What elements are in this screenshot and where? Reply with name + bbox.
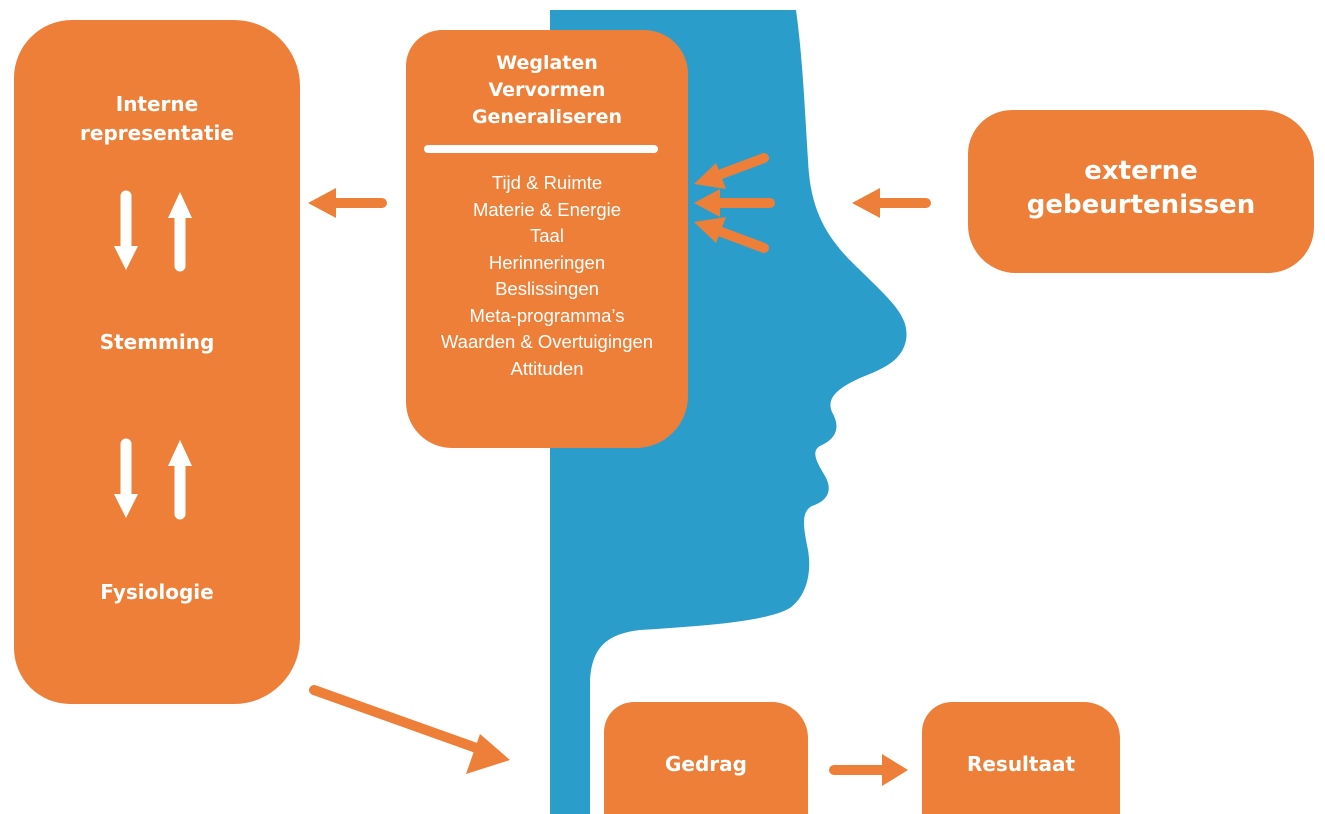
- behavior-label: Gedrag: [665, 752, 747, 776]
- arrowhead-filter-to-internal: [308, 188, 336, 218]
- up-arrow-1-head: [168, 192, 192, 218]
- arrowhead-input-bottom: [694, 217, 726, 243]
- mood-label: Stemming: [99, 330, 215, 354]
- filter-divider: [424, 145, 658, 153]
- filter-item: Tijd & Ruimte: [491, 172, 603, 193]
- filter-item: Beslissingen: [495, 278, 599, 299]
- internal-state-arrows: [114, 190, 192, 520]
- down-arrow-1-head: [114, 246, 138, 270]
- physiology-label: Fysiologie: [100, 580, 214, 604]
- result-label: Resultaat: [966, 752, 1076, 776]
- filter-heading: Weglaten Vervormen Generaliseren: [406, 50, 688, 131]
- filter-item: Herinneringen: [488, 251, 606, 273]
- arrowhead-input-top: [694, 163, 726, 189]
- arrow-input-top: [711, 153, 769, 181]
- result-box: Resultaat: [922, 702, 1120, 814]
- down-arrow-2-head: [114, 494, 138, 518]
- external-events-line2: gebeurtenissen: [1026, 190, 1256, 220]
- internal-representation-line1: Interne: [115, 92, 199, 116]
- external-events-label: externe gebeurtenissen: [968, 154, 1314, 222]
- filter-heading-line: Generaliseren: [471, 106, 623, 128]
- arrow-internal-to-behavior: [309, 685, 487, 755]
- filter-item: Attituden: [510, 357, 584, 379]
- arrowhead-behavior-to-result: [882, 754, 908, 786]
- filter-item: Taal: [530, 225, 564, 246]
- arrow-input-bottom: [711, 225, 769, 253]
- filter-item: Meta-programma’s: [469, 304, 625, 326]
- filter-item: Waarden & Overtuigingen: [440, 331, 654, 352]
- filter-box: Weglaten Vervormen Generaliseren Tijd & …: [406, 30, 688, 448]
- external-events-box: externe gebeurtenissen: [968, 110, 1314, 273]
- internal-representation-label: Interne representatie: [14, 90, 300, 148]
- filter-heading-line: Weglaten: [496, 52, 598, 74]
- filter-heading-line: Vervormen: [488, 79, 606, 101]
- up-arrow-2-head: [168, 440, 192, 466]
- filter-item: Materie & Energie: [472, 198, 622, 220]
- arrowhead-input-middle: [694, 189, 720, 217]
- arrowhead-internal-to-behavior: [466, 734, 510, 774]
- filter-list: Tijd & Ruimte Materie & Energie Taal Her…: [406, 170, 688, 382]
- external-events-line1: externe: [1084, 156, 1198, 186]
- internal-representation-line2: representatie: [80, 121, 234, 145]
- behavior-box: Gedrag: [604, 702, 808, 814]
- arrowhead-external-to-head: [852, 188, 880, 218]
- internal-state-box: Interne representatie Stemming Fysiologi…: [14, 20, 300, 704]
